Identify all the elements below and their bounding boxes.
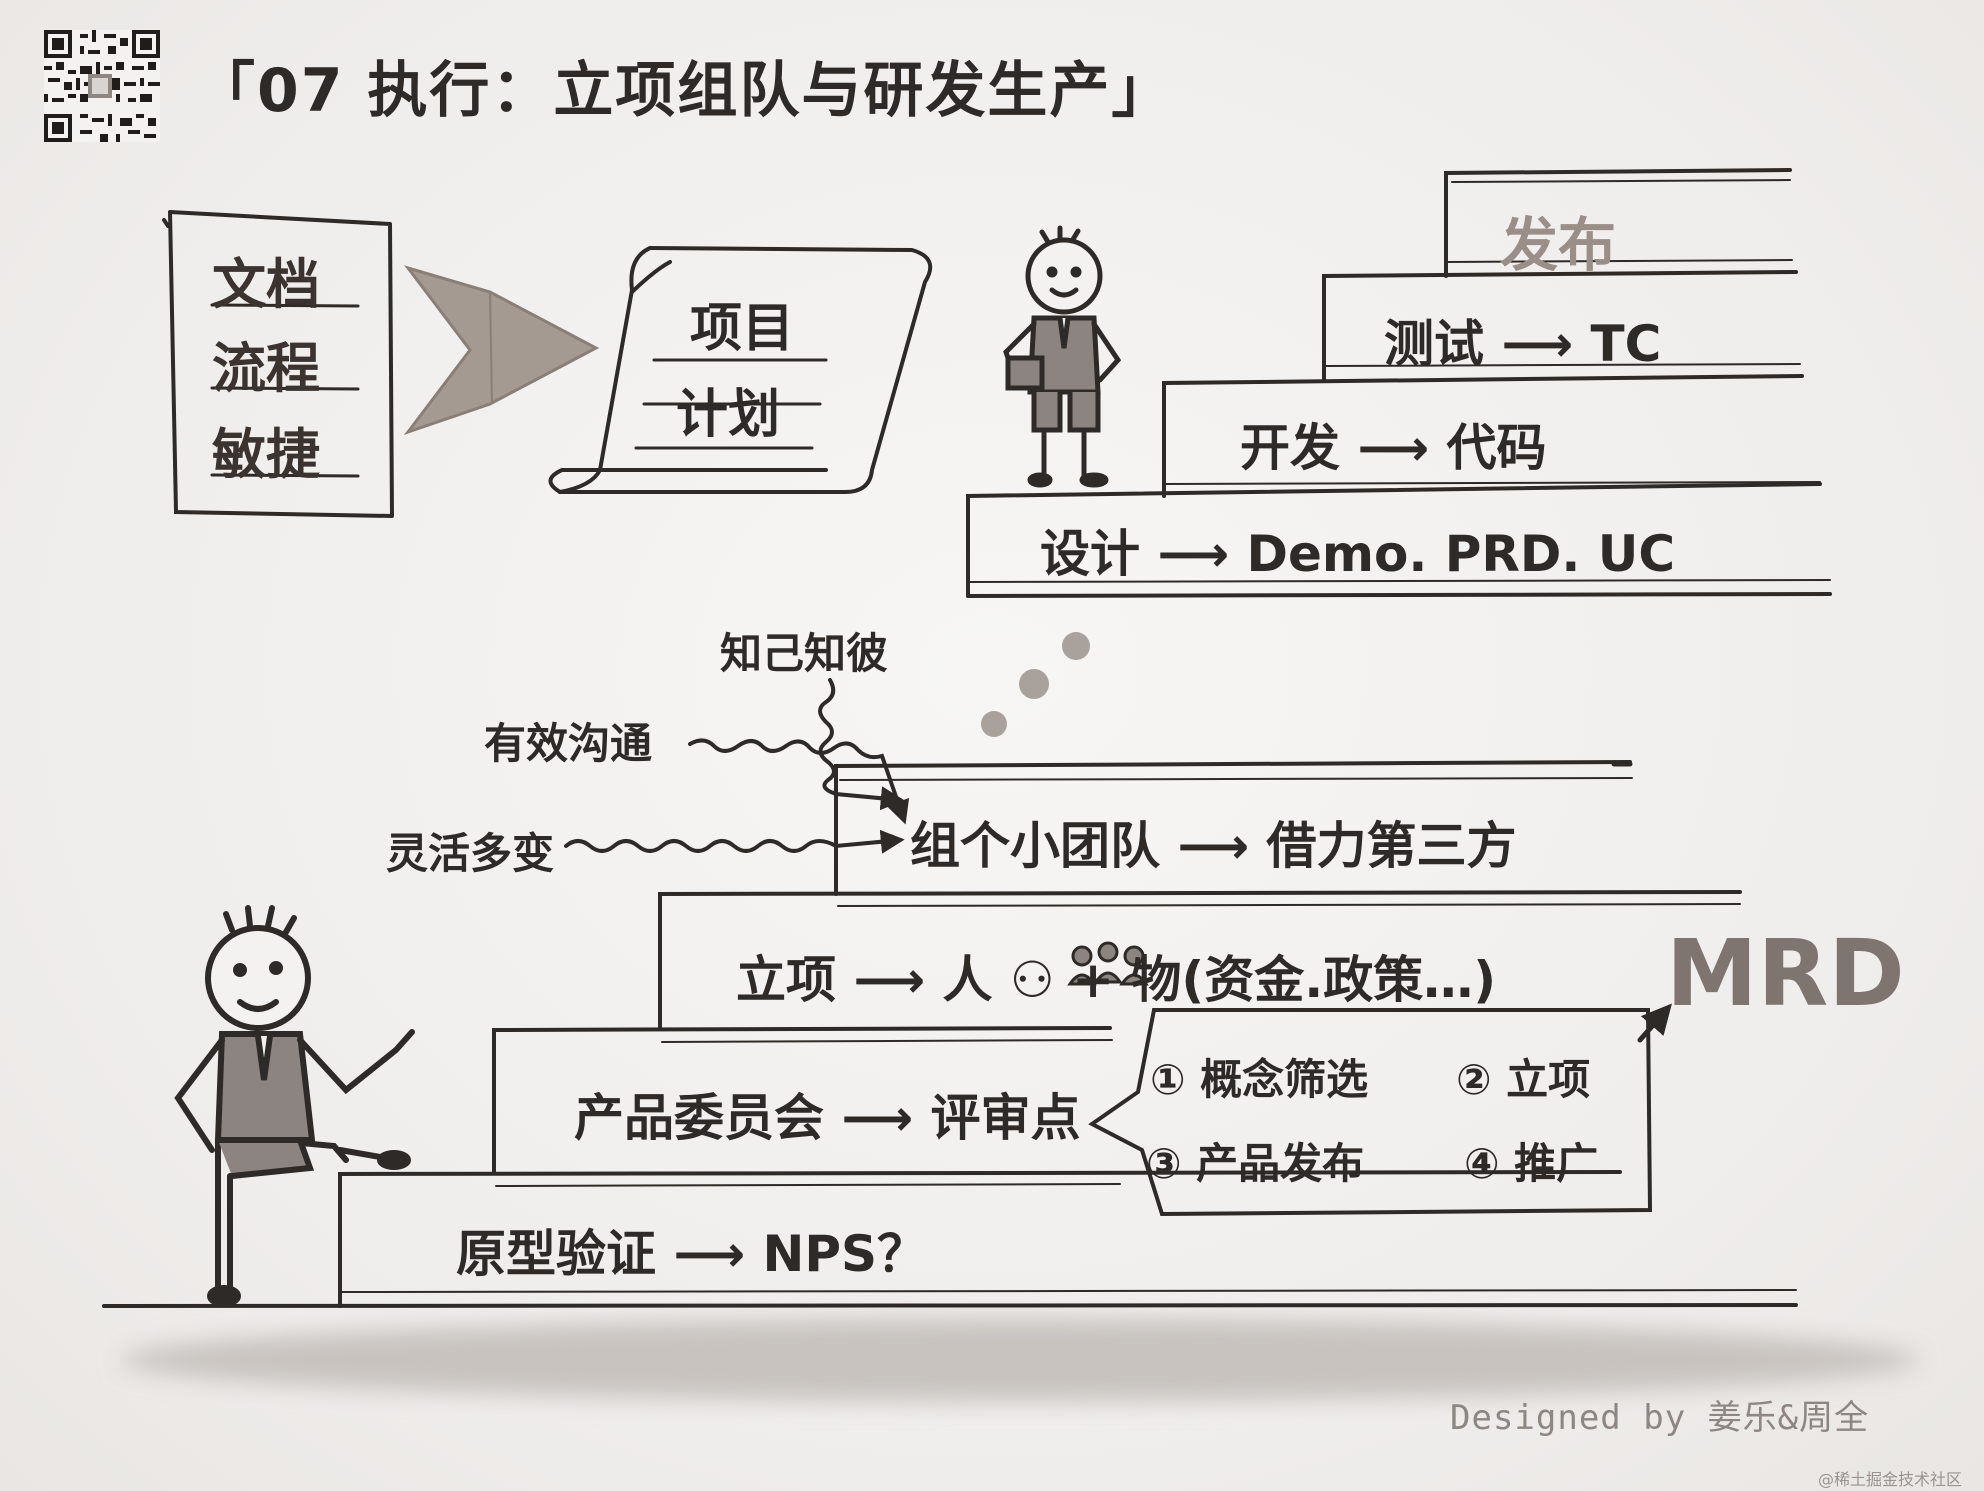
credit-text: Designed by 姜乐&周全 <box>1450 1398 1870 1438</box>
upper-step-test: 测试 ⟶ TC <box>1384 315 1662 373</box>
lower-stairs-outline <box>102 760 1798 1308</box>
arrow-to-mrd <box>1637 1003 1672 1043</box>
review-point-4: ④ 推广 <box>1464 1139 1599 1188</box>
page-title: 「07 执行：立项组队与研发生产」 <box>195 56 1174 126</box>
ground-shadow <box>120 1318 1920 1402</box>
lower-step-prototype: 原型验证 ⟶ NPS？ <box>456 1225 927 1283</box>
review-callout-outline <box>1088 1008 1653 1217</box>
upper-step-design: 设计 ⟶ Demo. PRD. UC <box>1040 525 1676 583</box>
lower-step-committee: 产品委员会 ⟶ 评审点 <box>574 1089 1081 1147</box>
squiggle-arrow-2 <box>688 738 910 825</box>
scroll-line-project: 项目 <box>690 299 795 359</box>
lower-step-initiate: 立项 ⟶ 人 ⚇ + 物(资金.政策…) <box>736 951 1497 1009</box>
input-communication: 有效沟通 <box>484 719 653 768</box>
upper-stairs-outline <box>966 168 1832 598</box>
people-icon <box>1067 941 1149 986</box>
sheet-item-process: 流程 <box>212 337 320 400</box>
scroll-line-plan: 计划 <box>676 385 781 445</box>
lower-figure-icon <box>174 905 415 1307</box>
squiggle-arrow-3 <box>564 829 905 854</box>
document-sheet-outline <box>162 210 394 518</box>
thought-bubble-dot <box>1019 669 1049 699</box>
review-point-1: ① 概念筛选 <box>1150 1055 1369 1104</box>
lower-step-team: 组个小团队 ⟶ 借力第三方 <box>910 817 1517 875</box>
mrd-label: MRD <box>1666 920 1905 1027</box>
squiggle-arrow-1 <box>818 678 905 811</box>
input-know-yourself: 知己知彼 <box>720 629 889 678</box>
sheet-item-docs: 文档 <box>212 253 320 316</box>
big-arrow-icon <box>403 265 600 436</box>
thought-bubble-dot <box>1062 632 1090 660</box>
qr-code-icon <box>44 30 160 142</box>
watermark-text: @稀土掘金技术社区 <box>1818 1470 1963 1489</box>
upper-step-release: 发布 <box>1500 211 1617 279</box>
input-flexible: 灵活多变 <box>386 829 555 878</box>
thought-bubble-dot <box>981 711 1007 737</box>
review-point-2: ② 立项 <box>1456 1055 1591 1104</box>
upper-figure-icon <box>1003 225 1122 488</box>
sheet-item-agile: 敏捷 <box>212 423 320 486</box>
upper-step-develop: 开发 ⟶ 代码 <box>1240 419 1547 477</box>
review-point-3: ③ 产品发布 <box>1146 1139 1365 1188</box>
scroll-outline <box>548 246 933 494</box>
